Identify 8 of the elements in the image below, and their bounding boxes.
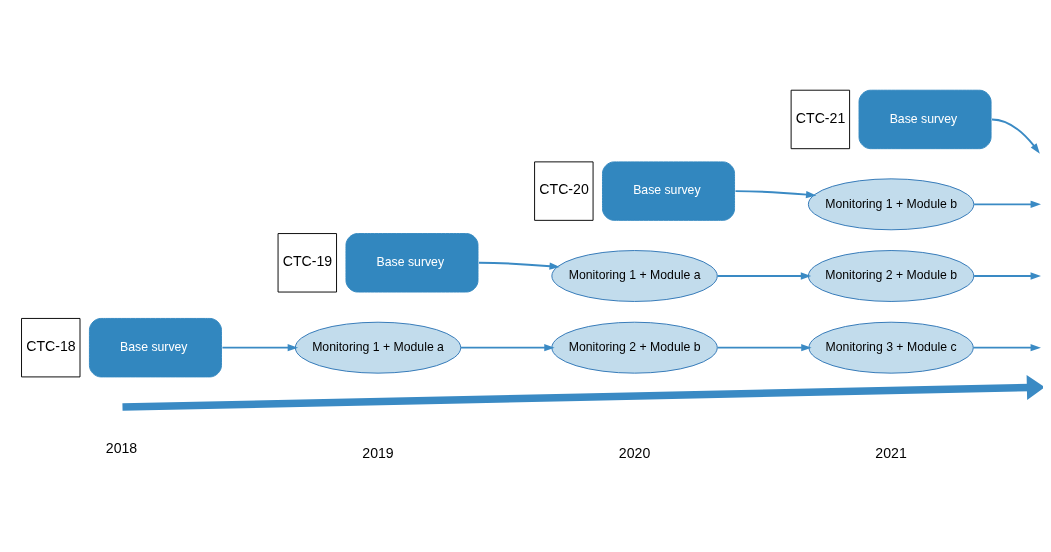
node-label: CTC-19 <box>282 253 333 270</box>
label: 2020 <box>618 444 651 461</box>
node-label: CTC-21 <box>795 109 846 126</box>
label: 2018 <box>105 439 138 456</box>
label: 2021 <box>875 444 907 461</box>
node-label: CTC-20 <box>539 181 589 198</box>
node-label: CTC-18 <box>26 337 76 354</box>
label: 2019 <box>362 444 394 461</box>
